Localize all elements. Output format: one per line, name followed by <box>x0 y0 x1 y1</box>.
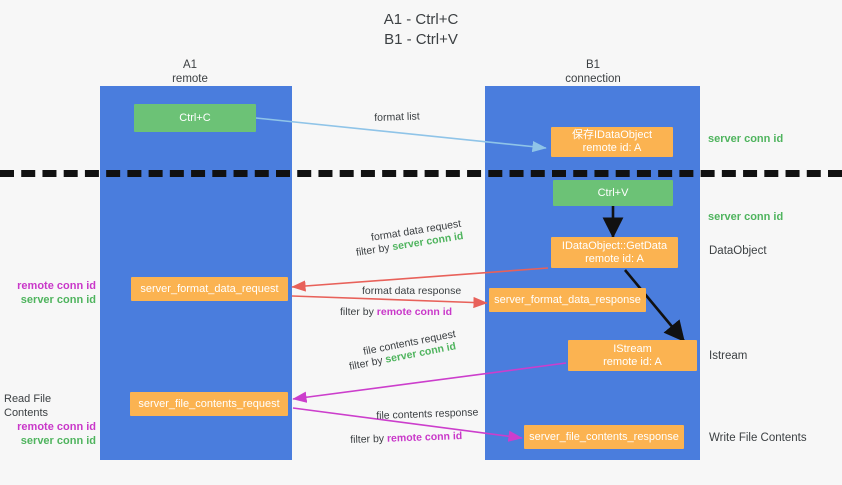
box-ctrl-c[interactable]: Ctrl+C <box>134 104 256 132</box>
box-idataobject-getdata[interactable]: IDataObject::GetData remote id: A <box>551 237 678 268</box>
column-header-b1: B1 connection <box>528 58 658 86</box>
box-file-req-line1: server_file_contents_request <box>138 397 280 410</box>
right-label-dataobject: DataObject <box>709 245 767 257</box>
box-save-idataobject-line2: remote id: A <box>582 142 642 154</box>
box-server-file-contents-request[interactable]: server_file_contents_request <box>130 392 288 416</box>
box-save-idataobject[interactable]: 保存IDataObject remote id: A <box>551 127 673 157</box>
box-ctrl-c-line1: Ctrl+C <box>179 111 211 124</box>
title-line-1: A1 - Ctrl+C <box>383 11 459 28</box>
left-label-read-file-contents: Read File Contents <box>4 393 52 419</box>
box-fmt-req-line1: server_format_data_request <box>140 282 279 295</box>
box-ctrl-v[interactable]: Ctrl+V <box>553 180 673 206</box>
filter-by-text-2: filter by <box>340 306 377 318</box>
filter-by-text-4: filter by <box>350 432 388 446</box>
column-header-a1: A1 remote <box>125 58 255 86</box>
column-b1-subtitle: connection <box>565 73 621 85</box>
box-server-format-data-response[interactable]: server_format_data_response <box>489 288 646 312</box>
left-label-group-1: remote conn id server conn id <box>10 279 96 307</box>
box-getdata-line2: remote id: A <box>585 252 644 265</box>
column-a1-subtitle: remote <box>172 73 208 85</box>
box-istream[interactable]: IStream remote id: A <box>568 340 697 371</box>
left-label-remote-conn-id-1: remote conn id <box>17 280 96 292</box>
caption-file-contents-response-filter: filter by remote conn id <box>350 429 462 447</box>
left-label-remote-conn-id-2: remote conn id <box>17 421 96 433</box>
remote-conn-id-filter-1: remote conn id <box>376 306 453 318</box>
box-fmt-resp-line1: server_format_data_response <box>494 293 641 306</box>
box-save-idataobject-line1: 保存IDataObject <box>571 129 653 141</box>
right-label-write-file-contents: Write File Contents <box>709 432 807 444</box>
left-label-group-2: Read File Contents remote conn id server… <box>4 392 96 448</box>
box-istream-line1: IStream <box>613 342 652 355</box>
column-a1-title: A1 <box>182 59 198 71</box>
remote-conn-id-filter-2: remote conn id <box>386 430 463 445</box>
caption-format-list: format list <box>374 110 420 124</box>
filter-by-text-3: filter by <box>348 353 387 373</box>
left-label-server-conn-id-2: server conn id <box>20 435 96 447</box>
title-line-2: B1 - Ctrl+V <box>384 31 458 48</box>
box-server-file-contents-response[interactable]: server_file_contents_response <box>524 425 684 449</box>
right-label-server-conn-id-mid: server conn id <box>708 211 784 223</box>
left-label-server-conn-id-1: server conn id <box>20 294 96 306</box>
box-istream-line2: remote id: A <box>603 355 662 368</box>
right-label-istream: Istream <box>709 350 748 362</box>
box-ctrl-v-line1: Ctrl+V <box>597 186 629 199</box>
right-label-server-conn-id-top: server conn id <box>708 133 784 145</box>
dashed-divider <box>0 170 842 177</box>
page-title: A1 - Ctrl+C B1 - Ctrl+V <box>0 10 842 50</box>
box-getdata-line1: IDataObject::GetData <box>561 239 668 252</box>
caption-file-contents-response: file contents response <box>376 406 479 422</box>
box-server-format-data-request[interactable]: server_format_data_request <box>131 277 288 301</box>
box-file-resp-line1: server_file_contents_response <box>529 430 679 443</box>
caption-format-data-response: format data response <box>362 285 462 297</box>
column-b1-title: B1 <box>585 59 601 71</box>
caption-format-data-response-filter: filter by remote conn id <box>340 305 452 319</box>
filter-by-text-1: filter by <box>355 241 394 259</box>
